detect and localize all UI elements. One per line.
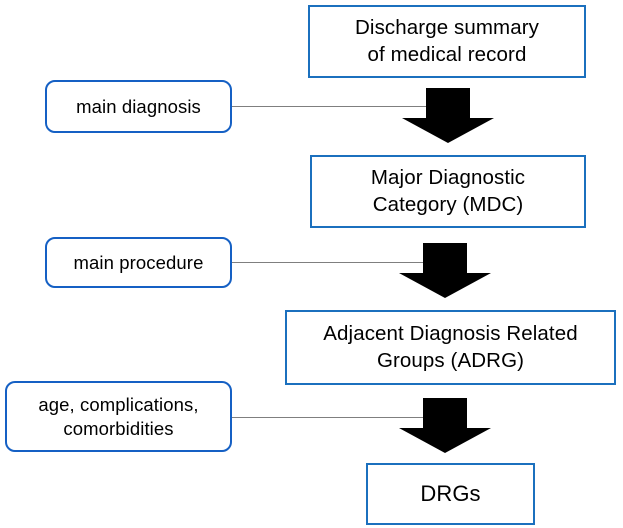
arrow-to-adrg-icon	[399, 243, 491, 298]
node-main-diagnosis: main diagnosis	[45, 80, 232, 133]
node-discharge-summary: Discharge summary of medical record	[308, 5, 586, 78]
node-age-complications: age, complications, comorbidities	[5, 381, 232, 452]
connector-main-diagnosis	[232, 106, 450, 107]
arrow-to-drgs-icon	[399, 398, 491, 453]
connector-main-procedure	[232, 262, 450, 263]
node-main-procedure: main procedure	[45, 237, 232, 288]
node-drgs: DRGs	[366, 463, 535, 525]
connector-age-complications	[232, 417, 450, 418]
node-mdc: Major Diagnostic Category (MDC)	[310, 155, 586, 228]
node-adrg: Adjacent Diagnosis Related Groups (ADRG)	[285, 310, 616, 385]
arrow-to-mdc-icon	[402, 88, 494, 143]
